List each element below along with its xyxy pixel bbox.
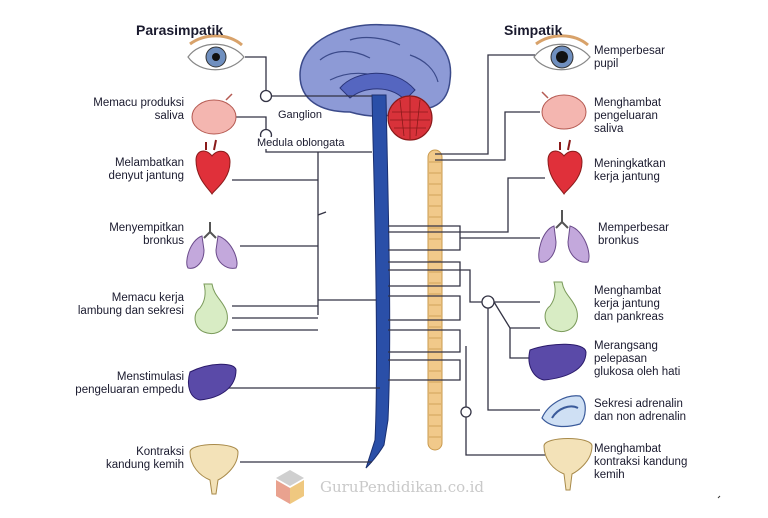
brain <box>299 23 452 117</box>
lungs-left <box>186 222 238 269</box>
watermark-text: GuruPendidikan.co.id <box>320 478 485 496</box>
label-left-liver: Menstimulasi pengeluaran empedu <box>75 371 184 396</box>
eye-right <box>533 34 591 71</box>
ganglion-node-eye <box>259 89 273 103</box>
label-right-pupil: Memperbesar pupil <box>594 45 665 70</box>
label-left-saliva: Memacu produksi saliva <box>93 97 184 122</box>
sympathetic-nerves <box>388 54 545 456</box>
salivary-gland-right <box>541 91 587 130</box>
bladder-right <box>543 438 593 491</box>
label-left-heart: Melambatkan denyut jantung <box>108 157 184 182</box>
label-medulla-oblongata: Medula oblongata <box>256 137 346 149</box>
label-right-heart-pancreas: Menghambat kerja jantung dan pankreas <box>594 285 664 323</box>
spinal-cord <box>365 94 391 469</box>
label-right-liver: Merangsang pelepasan glukosa oleh hati <box>594 340 681 378</box>
eye-left <box>187 34 245 71</box>
stomach-right <box>544 281 578 332</box>
lungs-right <box>538 210 590 263</box>
label-left-stomach: Memacu kerja lambung dan sekresi <box>77 292 184 317</box>
adrenal-ganglion-node <box>460 406 472 418</box>
header-sympathetic: Simpatik <box>504 22 563 38</box>
header-parasympathetic: Parasimpatik <box>136 22 224 38</box>
sympathetic-chain <box>427 149 443 451</box>
label-right-adrenal: Sekresi adrenalin dan non adrenalin <box>594 398 687 423</box>
label-left-bladder: Kontraksi kandung kemih <box>106 446 184 471</box>
liver-right <box>528 343 587 381</box>
label-right-bronchi: Memperbesar bronkus <box>598 222 669 247</box>
stomach-left <box>194 283 228 334</box>
parasympathetic-nerves <box>225 56 380 463</box>
bladder-left <box>189 444 239 495</box>
label-left-bronchi: Menyempitkan bronkus <box>109 222 184 247</box>
small-mark <box>717 495 721 499</box>
label-ganglion: Ganglion <box>277 109 324 121</box>
cerebellum <box>387 95 433 141</box>
label-right-bladder: Menghambat kontraksi kandung kemih <box>594 443 688 481</box>
sympathetic-ganglion-node <box>481 295 495 309</box>
heart-left <box>195 139 231 195</box>
heart-right <box>547 139 583 195</box>
label-right-saliva: Menghambat pengeluaran saliva <box>594 97 662 135</box>
liver-left <box>187 363 237 401</box>
adrenal-gland-right <box>541 395 586 428</box>
salivary-gland-left <box>191 93 237 135</box>
label-right-heart: Meningkatkan kerja jantung <box>594 158 666 183</box>
watermark-logo <box>276 470 304 504</box>
